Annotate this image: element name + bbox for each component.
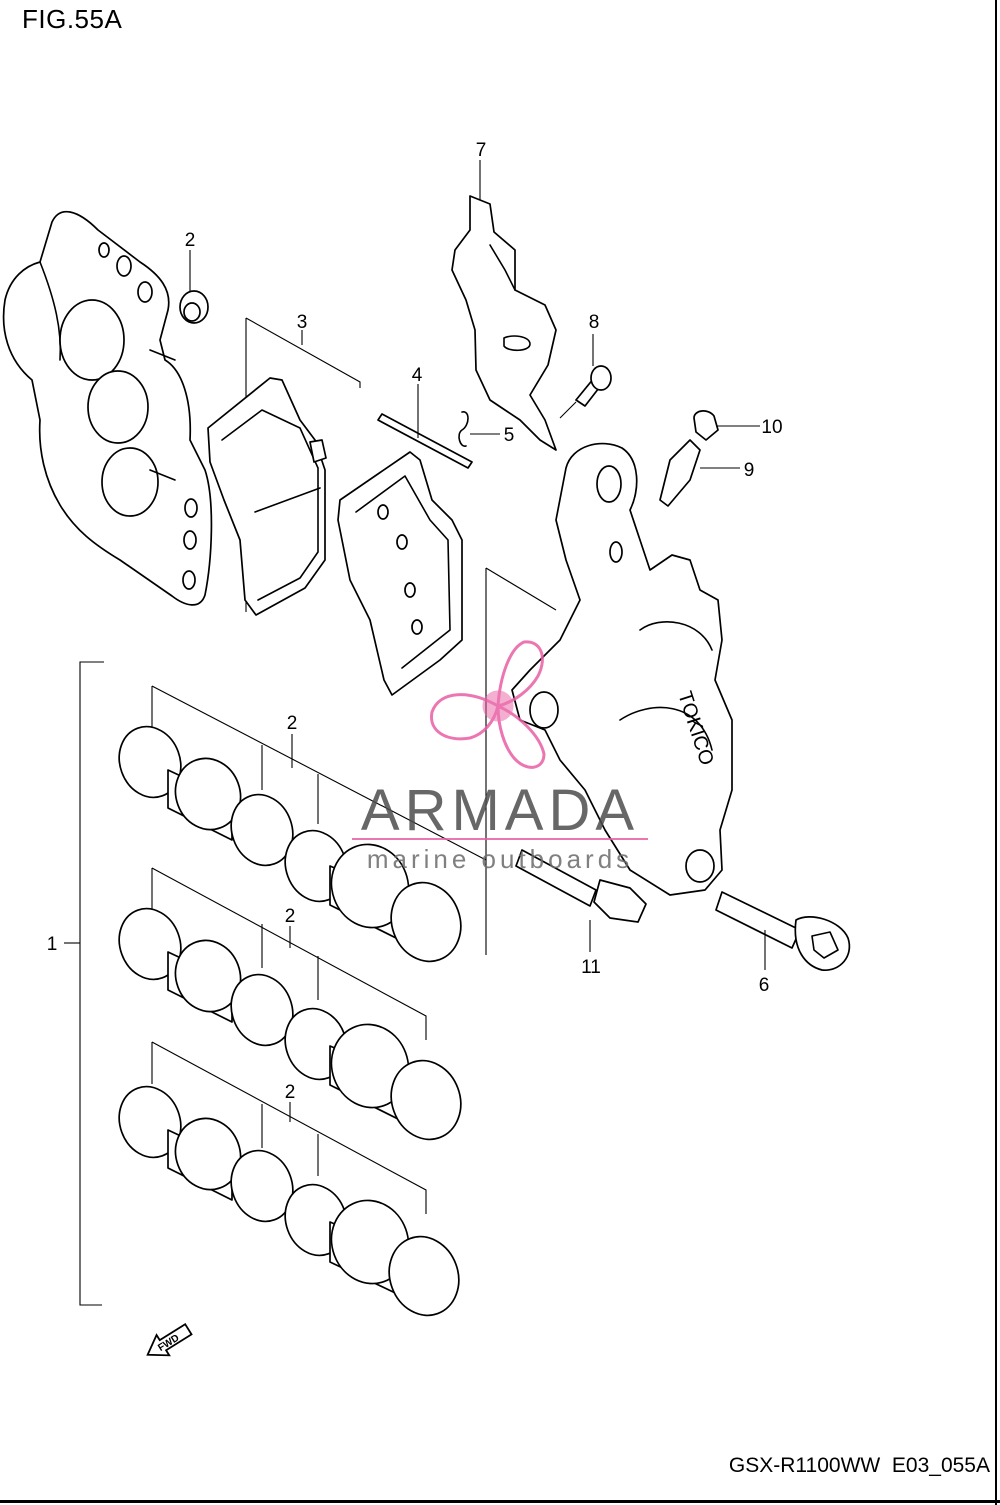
figure-footer-code: GSX-R1100WW E03_055A <box>728 1454 990 1477</box>
piston-group-3 <box>118 1041 460 1317</box>
callout-10: 10 <box>761 417 782 438</box>
watermark-tagline: marine outboards <box>367 844 633 874</box>
piston-group-1 <box>118 685 487 963</box>
callout-4: 4 <box>412 365 423 386</box>
callout-2-group-3: 2 <box>285 1082 296 1103</box>
bleeder-valve <box>659 439 740 507</box>
backing-plate-pad <box>337 451 463 696</box>
brake-pad-set <box>207 317 361 616</box>
callout-3: 3 <box>297 312 308 333</box>
inner-caliper-body: TOKICO <box>485 442 733 955</box>
frame-edge-bottom <box>0 1500 1000 1503</box>
callout-2-group-1: 2 <box>287 713 298 734</box>
piston-group-2 <box>118 867 462 1141</box>
callout-2-seal: 2 <box>185 230 196 251</box>
outer-caliper-body <box>2 210 213 606</box>
figure-title: FIG.55A <box>22 4 123 34</box>
seal-nut-part <box>179 250 209 324</box>
bleeder-cap <box>693 410 760 441</box>
caliper-bolt-short <box>515 849 647 952</box>
callout-5: 5 <box>504 425 515 446</box>
frame-edge-right <box>995 0 997 1505</box>
screw-part <box>559 334 612 419</box>
callout-8: 8 <box>589 312 600 333</box>
callout-2-group-2: 2 <box>285 906 296 927</box>
pad-clip <box>458 411 500 447</box>
callout-6: 6 <box>759 975 770 996</box>
pad-pin <box>377 384 473 469</box>
caliper-bolt-long <box>715 891 851 971</box>
callout-9: 9 <box>744 460 755 481</box>
callout-7: 7 <box>476 140 487 161</box>
propeller-logo-icon <box>430 640 546 769</box>
piston-set-bracket <box>79 661 104 1306</box>
pad-spring-plate <box>451 160 557 451</box>
callout-1: 1 <box>47 934 58 955</box>
callout-11: 11 <box>581 957 601 978</box>
watermark-brand: ARMADA <box>361 778 639 843</box>
watermark: ARMADA marine outboards <box>352 640 648 874</box>
fwd-arrow-icon: FWD <box>146 1322 193 1357</box>
